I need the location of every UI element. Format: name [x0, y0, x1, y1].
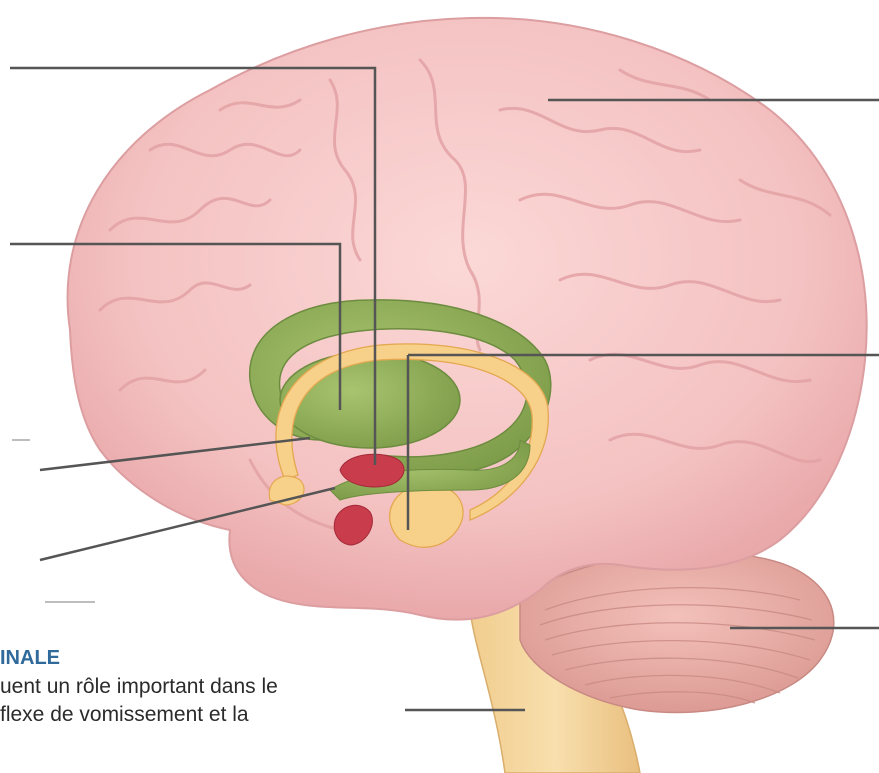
thalamus-shape — [280, 352, 460, 448]
caption-block: INALE uent un rôle important dans le fle… — [0, 646, 420, 773]
caption-heading: INALE — [0, 646, 60, 670]
caption-line-1: uent un rôle important dans le — [0, 674, 278, 700]
caption-line-2: flexe de vomissement et la — [0, 702, 249, 728]
